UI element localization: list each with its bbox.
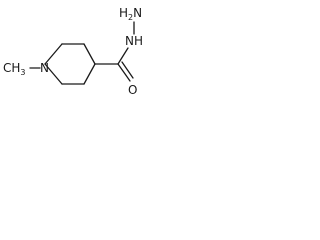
methyl-label: CH3 bbox=[3, 61, 26, 77]
hydrazide-h-subscript: 2 bbox=[128, 13, 133, 22]
ring-nitrogen-label: N bbox=[40, 61, 49, 75]
carbonyl-double-bond-1 bbox=[117, 63, 131, 82]
ring-bond-c3-c4 bbox=[83, 43, 96, 65]
hydrazide-nh-label: NH bbox=[125, 34, 143, 48]
methyl-subscript: 3 bbox=[20, 68, 25, 77]
ring-bond-c6-n bbox=[44, 63, 63, 85]
hydrazide-n-text: N bbox=[133, 6, 142, 20]
ring-bond-n-c2 bbox=[44, 43, 63, 65]
carbonyl-double-bond-2 bbox=[121, 61, 134, 79]
ring-bond-c4-c5 bbox=[83, 63, 96, 85]
hydrazide-nh2-label: H2N bbox=[119, 6, 142, 22]
carbonyl-nh-bond bbox=[117, 47, 129, 65]
carbonyl-oxygen-label: O bbox=[128, 83, 137, 97]
methyl-text: CH bbox=[3, 61, 20, 75]
hydrazide-h-text: H bbox=[119, 6, 128, 20]
structure-diagram: N CH3 O NH H2N bbox=[3, 6, 143, 97]
